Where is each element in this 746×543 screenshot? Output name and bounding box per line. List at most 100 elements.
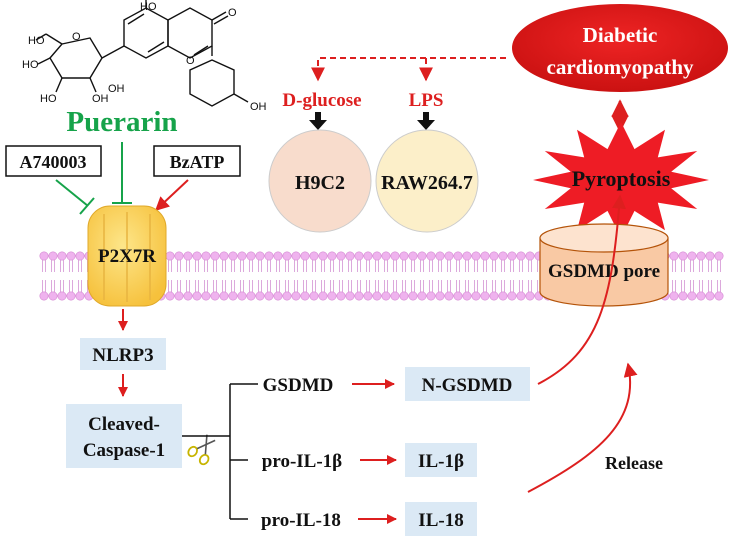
lipid-head — [399, 291, 409, 301]
n-gsdmd-label: N-GSDMD — [422, 375, 513, 396]
lipid-head — [705, 291, 715, 301]
lipid-head — [687, 291, 697, 301]
lipid-head — [291, 251, 301, 261]
lipid-head — [219, 251, 229, 261]
atom-label: OH — [92, 93, 109, 105]
release-label: Release — [605, 453, 663, 473]
lipid-head — [309, 291, 319, 301]
atom-label: OH — [108, 83, 125, 95]
lipid-head — [714, 251, 724, 261]
caspase-label-line1: Cleaved- — [88, 414, 160, 435]
lipid-head — [264, 251, 274, 261]
atom-label: HO — [140, 1, 157, 13]
lipid-head — [444, 291, 454, 301]
a740003-box — [5, 145, 102, 177]
atom-label: HO — [40, 93, 57, 105]
lipid-head — [669, 291, 679, 301]
nlrp3-box — [80, 338, 166, 370]
h9c2-label: H9C2 — [295, 172, 345, 194]
lipid-head — [696, 251, 706, 261]
lipid-head — [489, 251, 499, 261]
lipid-head — [498, 291, 508, 301]
pyroptosis-label: Pyroptosis — [572, 166, 671, 191]
lipid-head — [39, 291, 49, 301]
lipid-head — [192, 291, 202, 301]
lipid-head — [201, 291, 211, 301]
lipid-head — [336, 251, 346, 261]
lipid-head — [462, 291, 472, 301]
diabetic-cardiomyopathy-ellipse — [512, 4, 728, 92]
lipid-head — [273, 291, 283, 301]
caspase-label-line2: Caspase-1 — [83, 440, 165, 461]
d-glucose-label: D-glucose — [282, 90, 361, 111]
scissors-icon — [187, 434, 216, 466]
puerarin-structure-icon — [35, 0, 249, 107]
a740003-inhibition-line — [55, 179, 89, 207]
lipid-head — [48, 251, 58, 261]
pro-il1b-label: pro-IL-1β — [262, 451, 342, 472]
lipid-head — [165, 291, 175, 301]
lipid-head — [165, 251, 175, 261]
lipid-head — [255, 251, 265, 261]
a740003-inhibition-bar — [79, 197, 95, 215]
lipid-head — [525, 291, 535, 301]
structure-atom-labels: HO HO HO HO OH OH O O O OH — [22, 1, 267, 113]
lipid-head — [417, 251, 427, 261]
lipid-head — [390, 251, 400, 261]
lipid-head — [408, 291, 418, 301]
lipid-head — [75, 291, 85, 301]
lipid-head — [687, 251, 697, 261]
lipid-head — [291, 291, 301, 301]
lipid-head — [453, 251, 463, 261]
release-arrow — [527, 362, 638, 493]
h9c2-cell — [268, 129, 372, 233]
lipid-head — [354, 291, 364, 301]
lipid-head — [57, 251, 67, 261]
lipid-head — [714, 291, 724, 301]
atom-label: O — [228, 7, 237, 19]
lipid-head — [390, 291, 400, 301]
lipid-head — [318, 251, 328, 261]
lipid-head — [678, 291, 688, 301]
lipid-head — [408, 251, 418, 261]
lipid-head — [237, 291, 247, 301]
lipid-head — [48, 291, 58, 301]
lipid-head — [696, 291, 706, 301]
disease-label-line2: cardiomyopathy — [547, 55, 695, 79]
lipid-head — [174, 291, 184, 301]
lipid-head — [435, 291, 445, 301]
atom-label: O — [72, 31, 81, 43]
lipid-head — [228, 251, 238, 261]
p2x7r-label: P2X7R — [98, 246, 156, 267]
lipid-head — [417, 291, 427, 301]
lipid-head — [255, 291, 265, 301]
il18-box — [405, 502, 477, 536]
lipid-head — [372, 291, 382, 301]
lipid-head — [237, 251, 247, 261]
lipid-head — [183, 291, 193, 301]
bzatp-activation-arrow — [154, 179, 189, 211]
n-gsdmd-to-pyroptosis-arrow — [537, 194, 627, 385]
lipid-head — [246, 251, 256, 261]
gsdmd-pore-label: GSDMD pore — [548, 261, 660, 282]
lipid-head — [345, 291, 355, 301]
pyroptosis-burst-icon — [533, 122, 709, 238]
atom-label: HO — [28, 35, 45, 47]
pro-il18-label: pro-IL-18 — [261, 510, 341, 531]
lipid-head — [516, 251, 526, 261]
lipid-head — [525, 251, 535, 261]
lipid-head — [453, 291, 463, 301]
lipid-head — [678, 251, 688, 261]
gsdmd-label: GSDMD — [263, 375, 334, 396]
lipid-head — [669, 251, 679, 261]
lipid-head — [507, 251, 517, 261]
lipid-head — [264, 291, 274, 301]
lipid-head — [327, 251, 337, 261]
lipid-head — [462, 251, 472, 261]
lipid-head — [219, 291, 229, 301]
lipid-head — [480, 251, 490, 261]
lipid-head — [327, 291, 337, 301]
lipid-head — [57, 291, 67, 301]
puerarin-label: Puerarin — [66, 106, 177, 138]
n-gsdmd-box — [405, 367, 530, 401]
